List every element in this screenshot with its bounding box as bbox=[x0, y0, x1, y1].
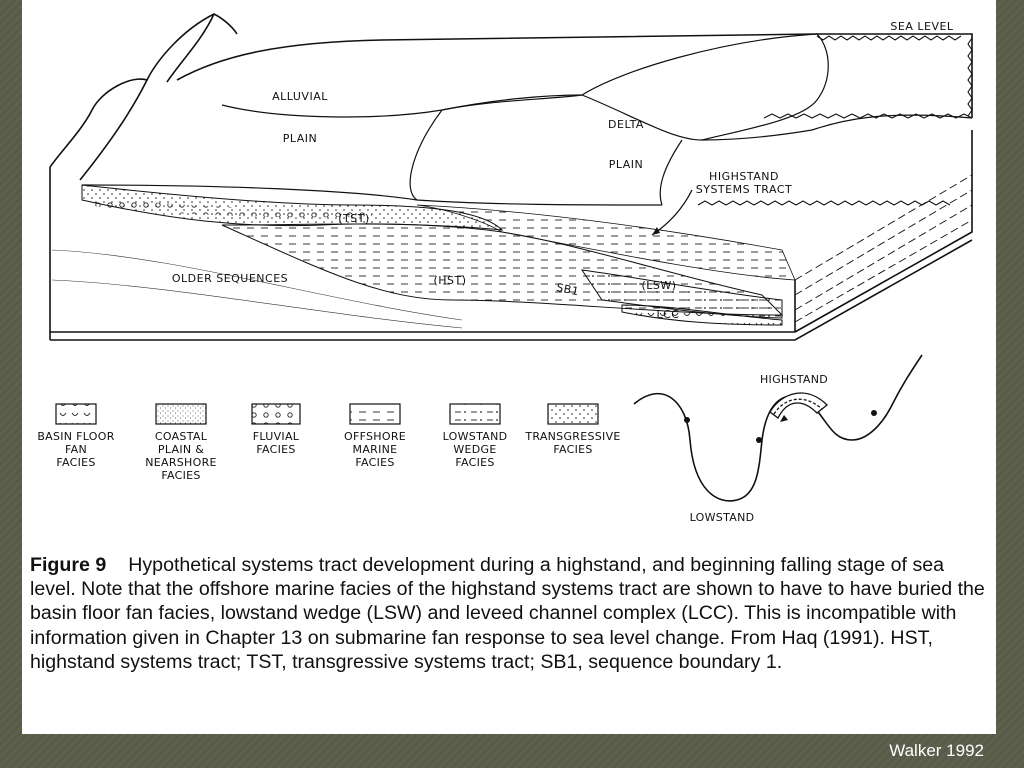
legend-label-line: BASIN FLOOR bbox=[37, 430, 114, 443]
label-lcc: LCC bbox=[657, 308, 680, 321]
curve-point bbox=[756, 437, 762, 443]
block-diagram: SEA LEVEL ALLUVIAL PLAIN DELTA PLAIN HIG… bbox=[37, 13, 973, 524]
sea-level-curve: HIGHSTAND LOWSTAND bbox=[633, 354, 923, 524]
legend-label-line: TRANSGRESSIVE bbox=[524, 430, 620, 443]
curve-point bbox=[871, 410, 877, 416]
figure-panel: SEA LEVEL ALLUVIAL PLAIN DELTA PLAIN HIG… bbox=[22, 0, 996, 734]
stipple-pattern-swatch bbox=[155, 403, 207, 425]
legend-label-line: FACIES bbox=[355, 456, 394, 469]
source-credit: Walker 1992 bbox=[889, 741, 984, 760]
circle-pattern-swatch bbox=[251, 403, 301, 425]
legend-item-lowstand-wedge: LOWSTAND WEDGE FACIES bbox=[443, 403, 508, 469]
legend-label-line: FACIES bbox=[553, 443, 592, 456]
sea-level-edge bbox=[697, 35, 973, 206]
dot-pattern-swatch bbox=[547, 403, 599, 425]
legend-label-line: FACIES bbox=[455, 456, 494, 469]
legend-item-transgressive: TRANSGRESSIVE FACIES bbox=[524, 403, 620, 456]
legend-label-line: LOWSTAND bbox=[443, 430, 508, 443]
legend-label-line: NEARSHORE bbox=[145, 456, 217, 469]
legend-label-line: FACIES bbox=[256, 443, 295, 456]
legend-item-offshore-marine: OFFSHORE MARINE FACIES bbox=[344, 403, 406, 469]
surface-lines bbox=[81, 33, 973, 206]
label-hst: (HST) bbox=[433, 274, 466, 287]
legend-item-coastal-plain: COASTAL PLAIN & NEARSHORE FACIES bbox=[145, 403, 217, 482]
label-sb1: SB1 bbox=[555, 281, 580, 299]
label-sea-level: SEA LEVEL bbox=[890, 20, 954, 33]
legend-label-line: FACIES bbox=[161, 469, 200, 482]
legend-label-line: PLAIN & bbox=[158, 443, 204, 456]
dash-pattern-swatch bbox=[349, 403, 401, 425]
label-plain: PLAIN bbox=[283, 132, 318, 145]
label-lowstand-curve: LOWSTAND bbox=[690, 511, 755, 524]
legend-label-line: OFFSHORE bbox=[344, 430, 406, 443]
label-older-sequences: OLDER SEQUENCES bbox=[172, 272, 288, 285]
label-alluvial: ALLUVIAL bbox=[272, 90, 328, 103]
legend-label-line: FACIES bbox=[56, 456, 95, 469]
figure-label: Figure 9 bbox=[30, 554, 107, 576]
label-highstand: HIGHSTAND bbox=[709, 170, 779, 183]
label-tst: (TST) bbox=[338, 212, 370, 225]
label-systems-tract: SYSTEMS TRACT bbox=[696, 183, 792, 196]
label-delta-plain: PLAIN bbox=[609, 158, 644, 171]
dash-dot-pattern-swatch bbox=[449, 403, 501, 425]
legend-label-line: FAN bbox=[65, 443, 87, 456]
legend-label-line: WEDGE bbox=[453, 443, 496, 456]
fan-pattern-swatch bbox=[55, 403, 97, 425]
legend-label-line: MARINE bbox=[353, 443, 398, 456]
curve-line bbox=[633, 354, 923, 502]
curve-point bbox=[684, 417, 690, 423]
legend: BASIN FLOOR FAN FACIES COASTAL PLAIN & N… bbox=[37, 403, 620, 482]
caption-text: Hypothetical systems tract development d… bbox=[30, 554, 985, 673]
label-highstand-curve: HIGHSTAND bbox=[760, 373, 828, 386]
legend-label-line: FLUVIAL bbox=[253, 430, 300, 443]
front-face-strata bbox=[51, 174, 973, 329]
label-lsw: (LSW) bbox=[641, 279, 676, 292]
legend-label-line: COASTAL bbox=[155, 430, 208, 443]
block-outline bbox=[49, 13, 973, 341]
legend-item-basin-floor-fan: BASIN FLOOR FAN FACIES bbox=[37, 403, 114, 469]
label-delta: DELTA bbox=[608, 118, 644, 131]
legend-item-fluvial: FLUVIAL FACIES bbox=[251, 403, 301, 456]
